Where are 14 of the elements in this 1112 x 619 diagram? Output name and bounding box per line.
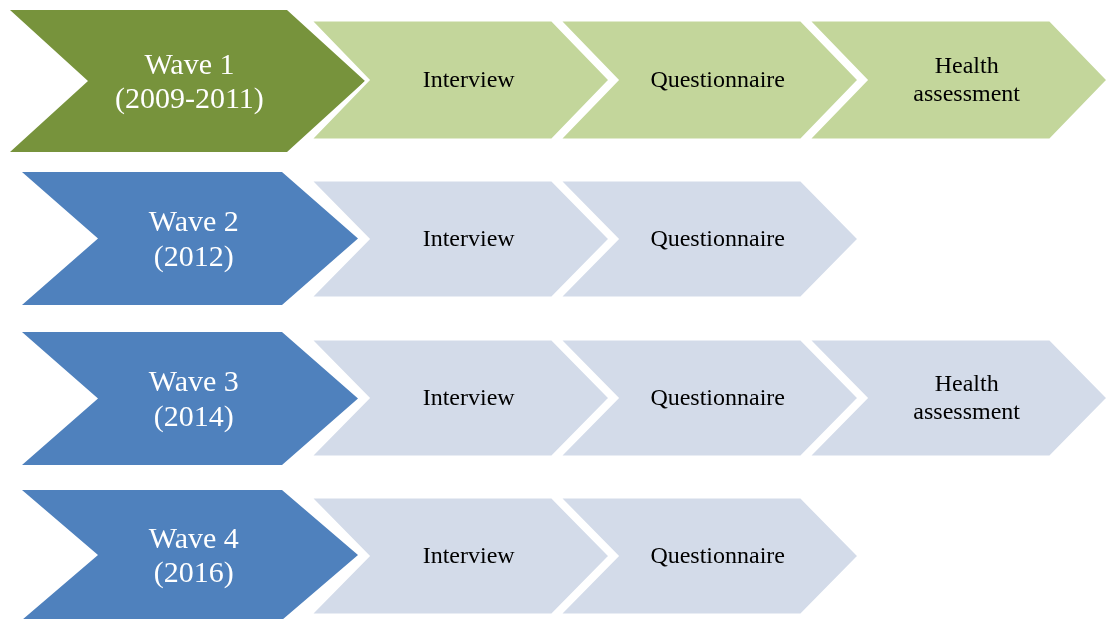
step-label: Questionnaire — [650, 384, 785, 412]
step-label: Interview — [422, 542, 515, 570]
step-label: Interview — [422, 384, 515, 412]
step-label: Questionnaire — [650, 542, 785, 570]
step-label: Questionnaire — [650, 66, 785, 94]
step-label: Questionnaire — [650, 225, 785, 253]
step-label: Health assessment — [912, 370, 1021, 426]
step-label: Interview — [422, 66, 515, 94]
wave-label: Wave 4 (2016) — [147, 520, 240, 590]
step-label: Interview — [422, 225, 515, 253]
step-label: Health assessment — [912, 52, 1021, 108]
wave-label: Wave 3 (2014) — [147, 364, 240, 433]
wave-label: Wave 1 (2009-2011) — [114, 46, 265, 116]
wave-label: Wave 2 (2012) — [147, 204, 240, 273]
